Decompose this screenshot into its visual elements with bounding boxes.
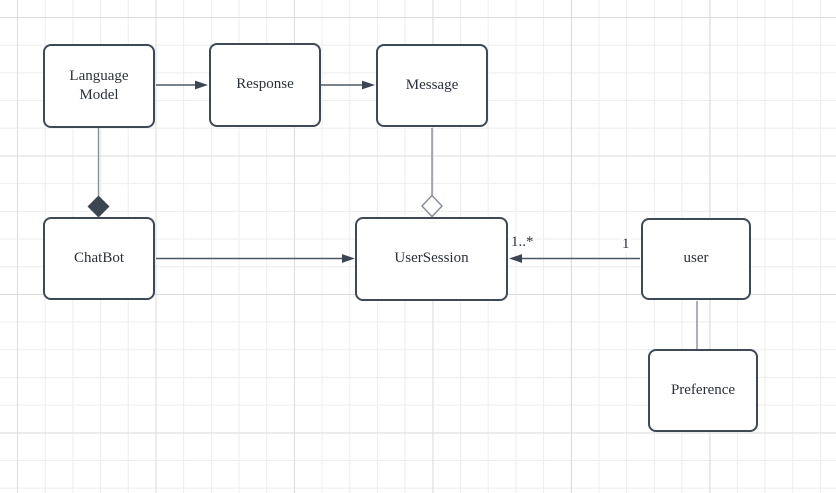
node-language-model[interactable]: Language Model xyxy=(43,44,155,128)
node-label: Message xyxy=(405,76,459,93)
node-label: user xyxy=(683,250,709,267)
edge-languagemodel-response[interactable] xyxy=(156,80,208,90)
node-label: ChatBot xyxy=(73,249,124,266)
edge-response-message[interactable] xyxy=(321,80,375,90)
node-chatbot[interactable]: ChatBot xyxy=(43,217,155,300)
node-label: Preference xyxy=(670,381,736,398)
multiplicity-label-source: 1 xyxy=(621,236,631,252)
edge-chatbot-usersession[interactable] xyxy=(156,254,355,263)
multiplicity-label-target: 1..* xyxy=(510,234,535,250)
node-response[interactable]: Response xyxy=(209,43,321,127)
edge-languagemodel-chatbot-composition[interactable] xyxy=(87,128,110,218)
node-label: Response xyxy=(236,76,294,93)
node-label: UserSession xyxy=(394,250,469,267)
edge-message-usersession-aggregation[interactable] xyxy=(420,128,444,218)
node-preference[interactable]: Preference xyxy=(648,349,758,432)
node-message[interactable]: Message xyxy=(376,44,488,127)
node-label: Language Model xyxy=(69,67,129,104)
node-user-session[interactable]: UserSession xyxy=(355,217,508,301)
edge-user-usersession[interactable] xyxy=(509,254,640,263)
node-user[interactable]: user xyxy=(641,218,751,300)
